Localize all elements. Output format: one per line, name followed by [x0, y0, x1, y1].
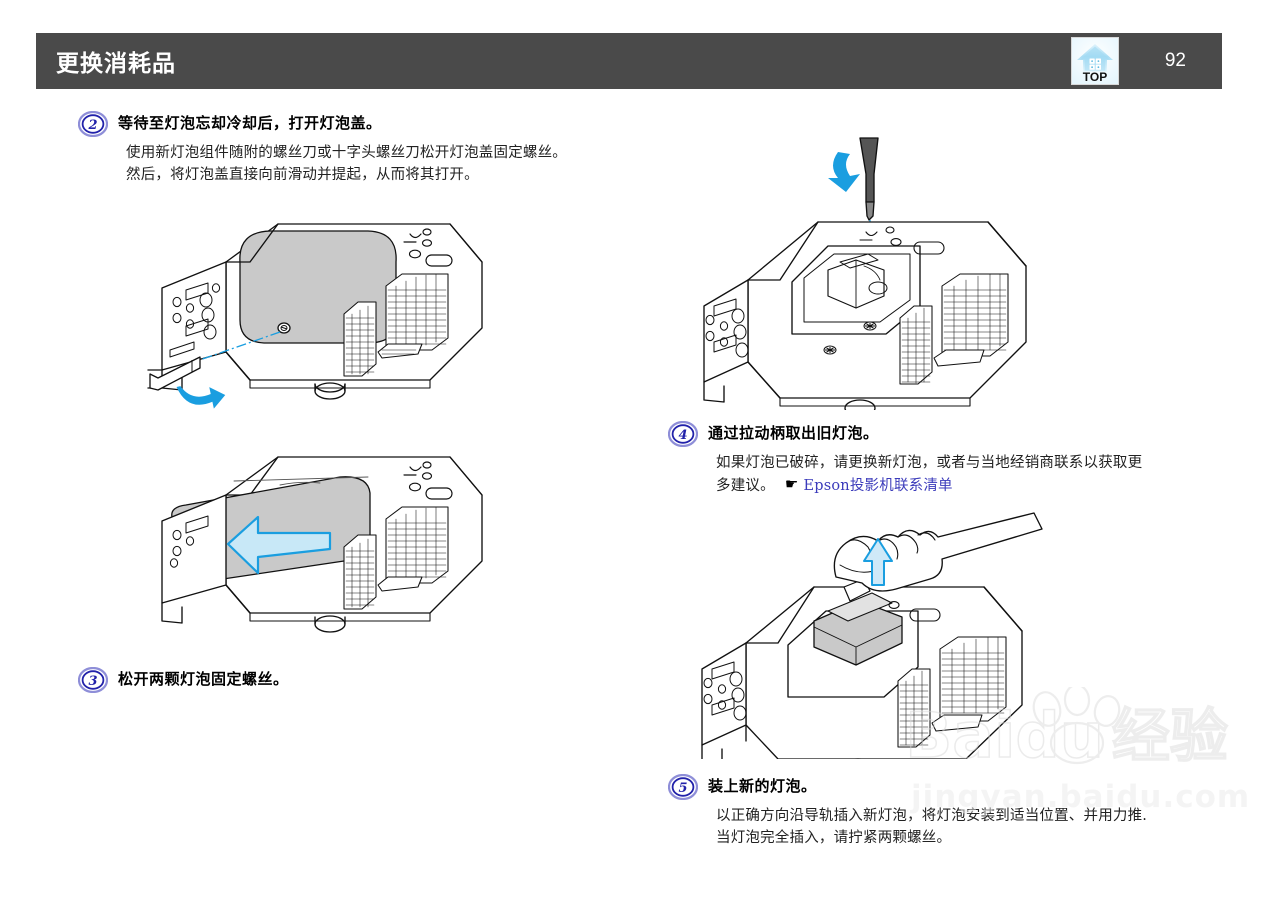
- step-4-body-line-2: 多建议。 ☛Epson投影机联系清单: [716, 474, 1238, 497]
- step-4-body-line-1: 如果灯泡已破碎，请更换新灯泡，或者与当地经销商联系以获取更: [716, 455, 1143, 471]
- step-5-title: 装上新的灯泡。: [708, 777, 817, 795]
- step-number-badge-2: 2: [78, 111, 108, 137]
- step-3-head: 3 松开两颗灯泡固定螺丝。: [78, 666, 658, 693]
- svg-text:2: 2: [87, 118, 97, 133]
- step-4: 4 通过拉动柄取出旧灯泡。 如果灯泡已破碎，请更换新灯泡，或者与当地经销商联系以…: [668, 420, 1238, 497]
- step-number-badge-4: 4: [668, 421, 698, 447]
- page-number: 92: [1164, 50, 1186, 71]
- step-number-badge-3: 3: [78, 667, 108, 693]
- top-icon-label: TOP: [1083, 70, 1107, 84]
- step-5: 5 装上新的灯泡。 以正确方向沿导轨插入新灯泡，将灯泡安装到适当位置、并用力推.…: [668, 773, 1238, 849]
- step-4-head: 4 通过拉动柄取出旧灯泡。: [668, 420, 1238, 447]
- pointing-hand-icon: ☛: [784, 475, 799, 493]
- page-header-bar: 更换消耗品: [36, 33, 1222, 89]
- epson-contact-list-link[interactable]: Epson投影机联系清单: [803, 478, 953, 494]
- step-4-body: 如果灯泡已破碎，请更换新灯泡，或者与当地经销商联系以获取更 多建议。 ☛Epson…: [716, 452, 1238, 497]
- step-4-body-line-2-text: 多建议。: [716, 478, 775, 494]
- step-4-title: 通过拉动柄取出旧灯泡。: [708, 424, 879, 442]
- svg-text:3: 3: [88, 674, 97, 689]
- figure-projector-lamp-cover-screw: [130, 202, 658, 427]
- figure-projector-lamp-cover-slide-off: [130, 433, 658, 648]
- step-2-body-line-1: 使用新灯泡组件随附的螺丝刀或十字头螺丝刀松开灯泡盖固定螺丝。: [126, 145, 567, 161]
- top-home-icon[interactable]: TOP: [1071, 37, 1119, 85]
- right-column: 4 通过拉动柄取出旧灯泡。 如果灯泡已破碎，请更换新灯泡，或者与当地经销商联系以…: [668, 110, 1238, 849]
- left-column: 2 等待至灯泡忘却冷却后，打开灯泡盖。 使用新灯泡组件随附的螺丝刀或十字头螺丝刀…: [78, 110, 658, 693]
- step-2-body: 使用新灯泡组件随附的螺丝刀或十字头螺丝刀松开灯泡盖固定螺丝。 然后，将灯泡盖直接…: [126, 142, 658, 186]
- step-5-head: 5 装上新的灯泡。: [668, 773, 1238, 800]
- step-2: 2 等待至灯泡忘却冷却后，打开灯泡盖。 使用新灯泡组件随附的螺丝刀或十字头螺丝刀…: [78, 110, 658, 186]
- page-title: 更换消耗品: [56, 51, 176, 77]
- step-3: 3 松开两颗灯泡固定螺丝。: [78, 666, 658, 693]
- step-number-badge-5: 5: [668, 774, 698, 800]
- step-5-body-line-1: 以正确方向沿导轨插入新灯泡，将灯泡安装到适当位置、并用力推.: [716, 808, 1148, 824]
- svg-text:5: 5: [678, 781, 687, 796]
- step-2-title: 等待至灯泡忘却冷却后，打开灯泡盖。: [118, 114, 382, 132]
- figure-projector-loosen-lamp-screws: [688, 110, 1238, 410]
- step-3-title: 松开两颗灯泡固定螺丝。: [118, 670, 289, 688]
- step-5-body-line-2: 当灯泡完全插入，请拧紧两颗螺丝。: [716, 830, 952, 846]
- step-2-body-line-2: 然后，将灯泡盖直接向前滑动并提起，从而将其打开。: [126, 167, 479, 183]
- svg-text:4: 4: [678, 428, 687, 443]
- step-5-body: 以正确方向沿导轨插入新灯泡，将灯泡安装到适当位置、并用力推. 当灯泡完全插入，请…: [716, 805, 1238, 849]
- figure-projector-remove-old-lamp-by-hand: [688, 509, 1238, 759]
- step-2-head: 2 等待至灯泡忘却冷却后，打开灯泡盖。: [78, 110, 658, 137]
